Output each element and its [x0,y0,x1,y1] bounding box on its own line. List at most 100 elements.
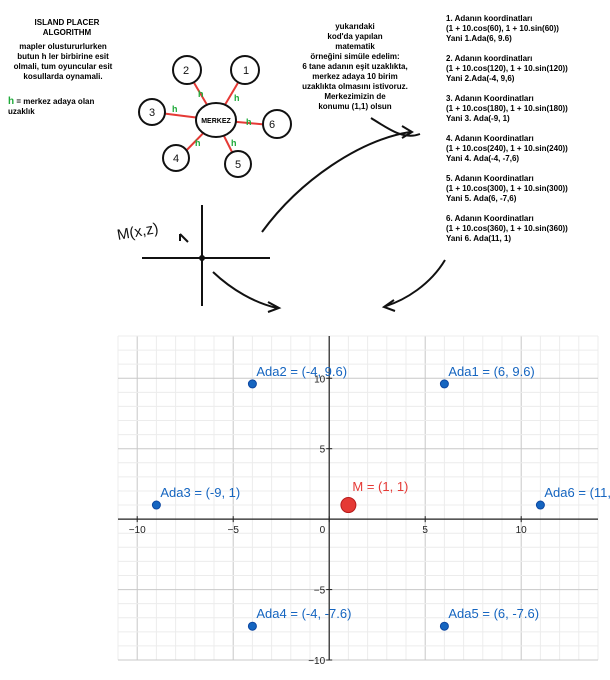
x-tick-label: 10 [516,525,528,536]
coord-title: 4. Adanın Koordinatları [446,134,534,143]
mid-line-6: merkez adaya 10 birim [312,72,398,81]
data-label: Ada4 = (-4, -7.6) [256,606,351,621]
coord-result: Yani 5. Ada(6, -7,6) [446,194,517,203]
island-number: 2 [183,65,189,77]
h-legend: h = merkez adaya olan uzaklık [8,97,118,117]
data-label: Ada1 = (6, 9.6) [448,364,534,379]
island-2 [172,55,202,85]
data-label: Ada6 = (11, 1) [544,485,610,500]
island-number: 6 [269,119,275,131]
title-line-1: ISLAND PLACER [34,18,100,27]
arrows [212,117,446,313]
coord-formula: (1 + 10.cos(300), 1 + 10.sin(300)) [446,184,568,193]
h-label: h [195,138,201,148]
coord-block-4: 4. Adanın Koordinatları (1 + 10.cos(240)… [446,134,606,164]
x-tick-label: 0 [320,525,326,536]
data-point [340,497,357,514]
point-label: M(x,z) [116,220,160,244]
coord-formula: (1 + 10.cos(360), 1 + 10.sin(360)) [446,224,568,233]
y-tick-label: 5 [320,445,326,456]
data-point [535,500,545,510]
island-number: 5 [235,159,241,171]
coord-block-5: 5. Adanın Koordinatları (1 + 10.cos(300)… [446,174,606,204]
points: Ada1 = (6, 9.6) Ada2 = (-4, 9.6) Ada3 = (-… [151,364,610,631]
h-label: h [172,104,178,114]
h-label: h [234,93,240,103]
y-tick-label: −5 [314,586,326,597]
coord-block-2: 2. Adanın koordinatları (1 + 10.cos(120)… [446,54,606,84]
x-tick-label: 5 [422,525,428,536]
h-marks: h h h h h h [172,89,252,148]
coord-title: 3. Adanın Koordinatları [446,94,534,103]
coord-result: Yani 6. Ada(11, 1) [446,234,512,243]
mid-line-5: 6 tane adanın eşit uzaklıkta, [302,62,408,71]
coord-formula: (1 + 10.cos(180), 1 + 10.sin(180)) [446,104,568,113]
island-4 [162,144,190,172]
coord-result: Yani 4. Ada(-4, -7,6) [446,154,520,163]
h-label: h [231,138,237,148]
coord-result: Yani 3. Ada(-9, 1) [446,114,510,123]
grid [117,335,599,661]
center-island [195,102,237,138]
island-3 [138,98,166,126]
mid-line-1: yukarıdaki [335,22,375,31]
data-label: Ada2 = (-4, 9.6) [256,364,347,379]
mid-line-8: Merkezimizin de [324,92,386,101]
center-label: MERKEZ [201,118,231,125]
h-symbol: h [8,96,15,107]
outer-islands [138,55,292,178]
middle-note: yukarıdaki kod'da yapılan matematik örne… [300,22,410,112]
y-tick-label: −10 [308,656,325,667]
mid-line-7: uzaklıkta olmasını istivoruz. [302,82,408,91]
coord-formula: (1 + 10.cos(120), 1 + 10.sin(120)) [446,64,568,73]
island-number: 4 [173,153,179,165]
coord-block-6: 6. Adanın Koordinatları (1 + 10.cos(360)… [446,214,606,244]
arrow-to-notes [261,131,411,233]
coord-title: 2. Adanın koordinatları [446,54,533,63]
mid-line-9: konumu (1,1) olsun [318,102,392,111]
sketch-canvas: h h h h h h MERKEZ 2 1 3 6 4 5 M(x,z) [116,55,446,313]
data-point [247,379,257,389]
coord-result: Yani 1.Ada(6, 9.6) [446,34,512,43]
data-label: Ada3 = (-9, 1) [160,485,240,500]
coord-block-1: 1. Adanın koordinatları (1 + 10.cos(60),… [446,14,606,44]
y-tick-label: 10 [314,374,326,385]
mid-line-2: kod'da yapılan [327,32,383,41]
h-legend-text: = merkez adaya olan uzaklık [8,97,95,116]
coord-title: 1. Adanın koordinatları [446,14,533,23]
data-label: Ada5 = (6, -7.6) [448,606,539,621]
page-title: ISLAND PLACER ALGORITHM [22,18,112,38]
origin-dot [199,255,205,261]
coord-title: 5. Adanın Koordinatları [446,174,534,183]
island-number: 1 [243,65,249,77]
coord-block-3: 3. Adanın Koordinatları (1 + 10.cos(180)… [446,94,606,124]
data-point [151,500,161,510]
left-note: mapler olustururlurken butun h ler birbi… [13,42,113,81]
h-label: h [246,117,252,127]
arrow-to-chart-left [212,271,278,309]
data-point [247,621,257,631]
coord-result: Yani 2.Ada(-4, 9,6) [446,74,515,83]
island-number: 3 [149,107,155,119]
data-point [439,621,449,631]
data-label: M = (1, 1) [352,479,408,494]
coordinates-list: 1. Adanın koordinatları (1 + 10.cos(60),… [446,14,606,254]
mid-line-4: örneğini simüle edelim: [310,52,400,61]
title-line-2: ALGORITHM [42,28,92,37]
island-6 [262,109,292,139]
arrow-mid [370,117,421,137]
x-tick-label: −5 [227,525,239,536]
arrow-to-chart-right [385,259,446,307]
axes [118,336,598,661]
island-1 [230,55,260,85]
h-label: h [198,89,204,99]
data-point [439,379,449,389]
island-numbers: 2 1 3 6 4 5 [149,65,275,171]
mid-line-3: matematik [335,42,375,51]
plot-background [118,336,598,660]
x-tick-label: −10 [129,525,146,536]
coord-formula: (1 + 10.cos(60), 1 + 10.sin(60)) [446,24,559,33]
coord-title: 6. Adanın Koordinatları [446,214,534,223]
island-5 [224,150,252,178]
